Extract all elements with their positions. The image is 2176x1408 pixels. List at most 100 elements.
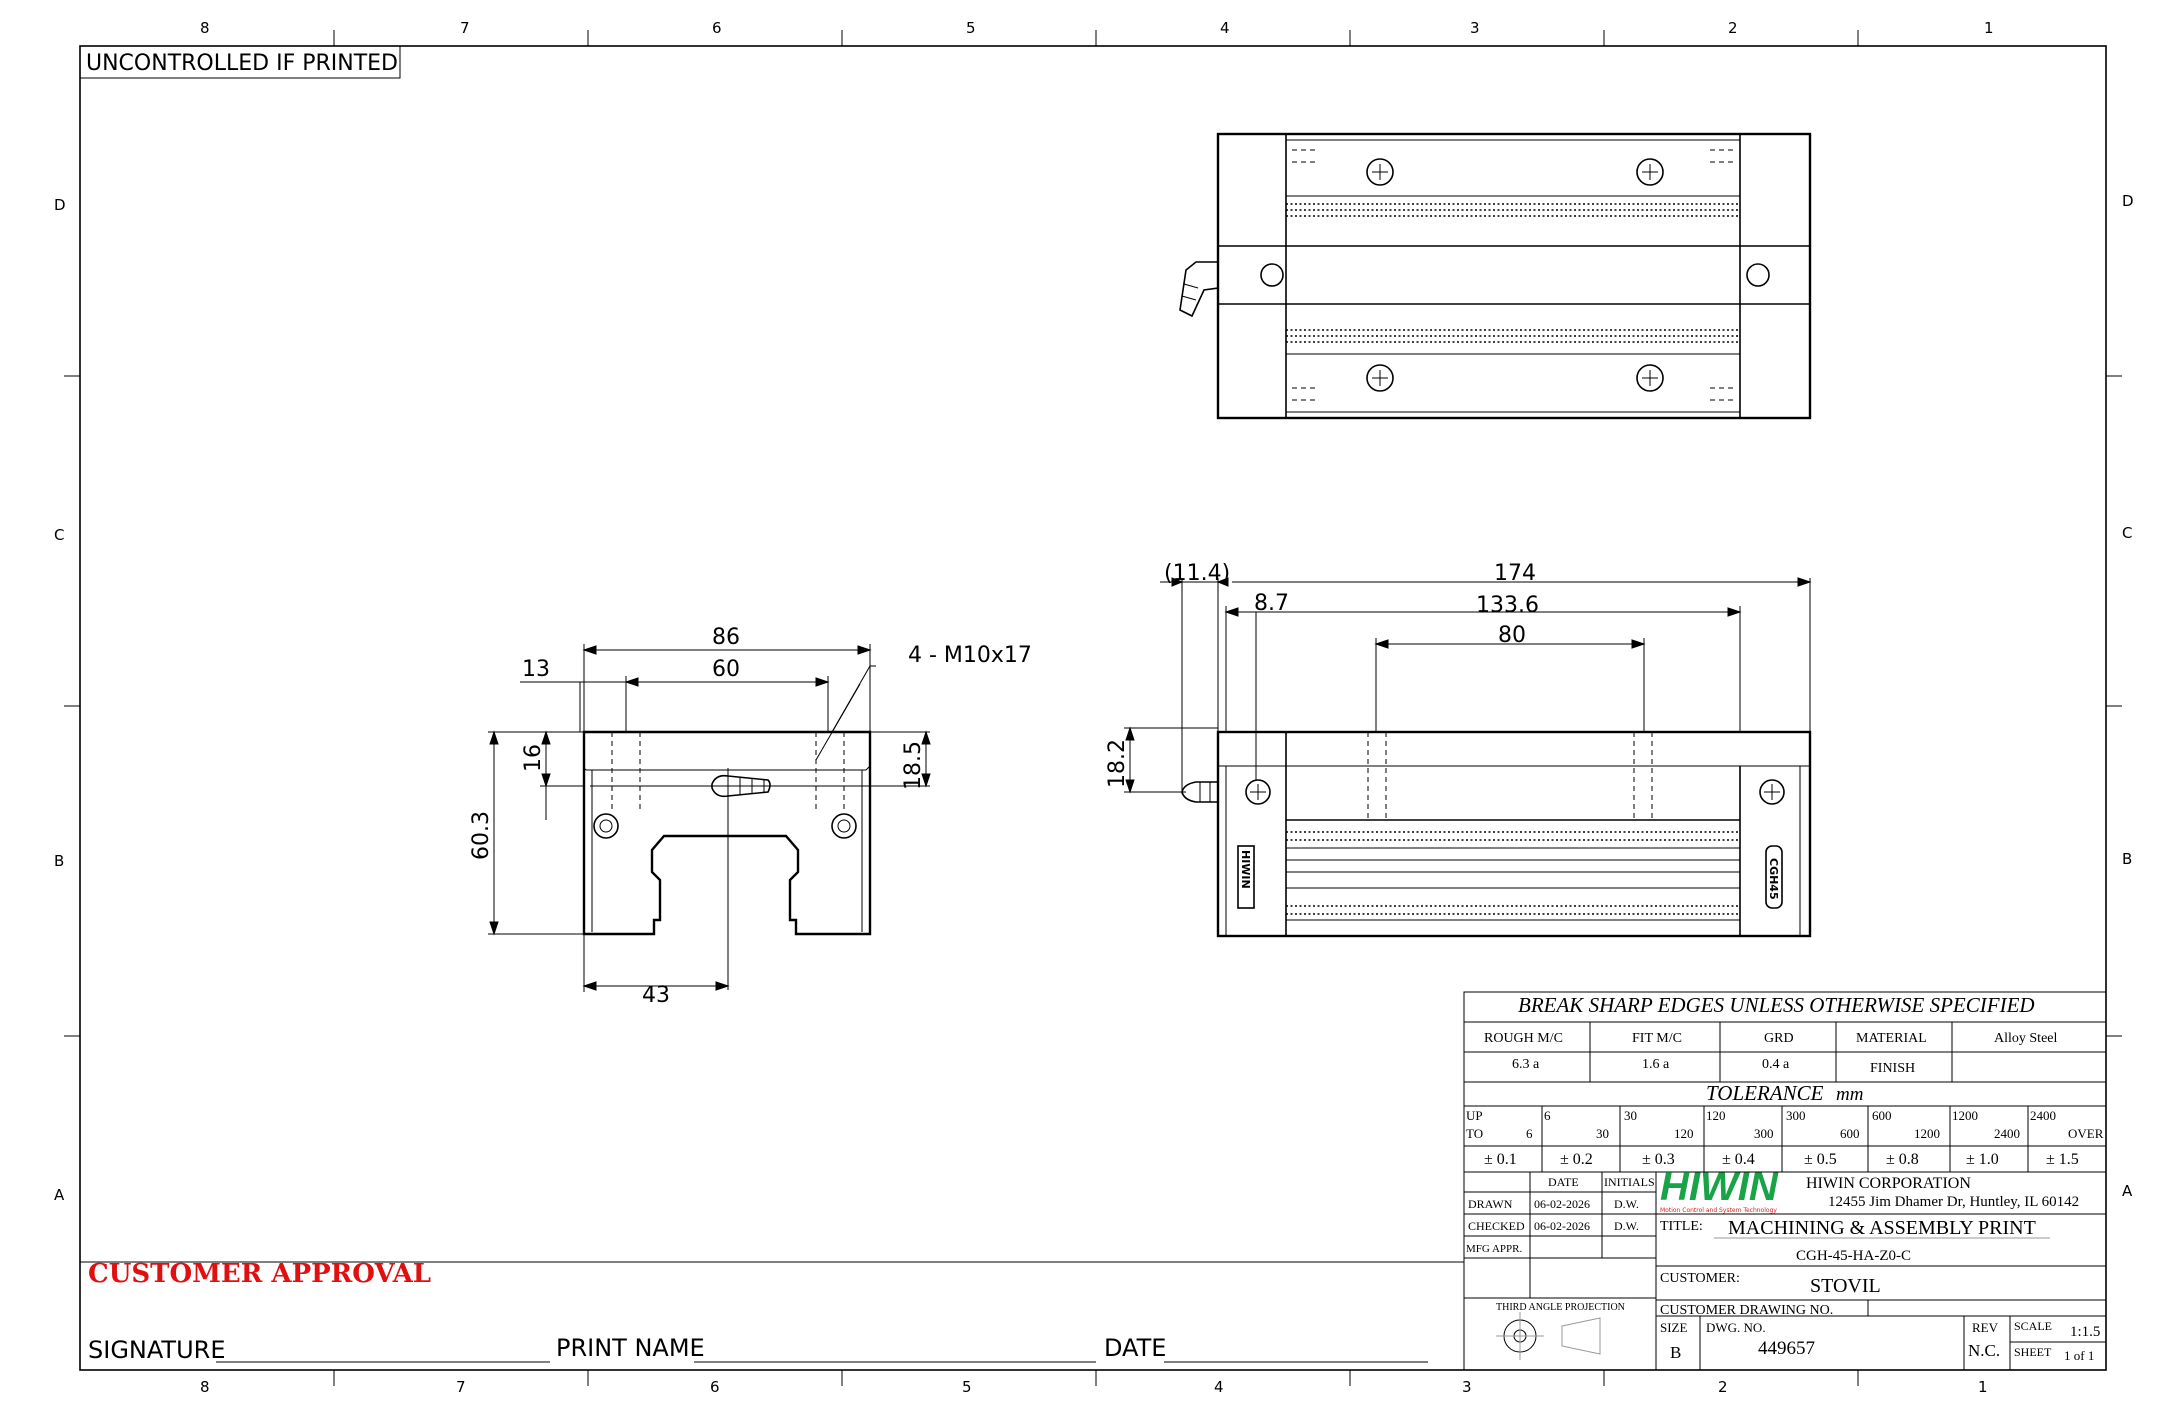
top-view <box>1179 132 1812 420</box>
tb-tol-1: ± 0.1 <box>1484 1151 1517 1168</box>
dim-11-4: (11.4) <box>1164 561 1230 586</box>
dim-18-2: 18.2 <box>1105 739 1130 788</box>
dim-86: 86 <box>712 625 740 650</box>
zone-top-2: 2 <box>1728 19 1738 37</box>
tb-up-3: 120 <box>1706 1108 1726 1123</box>
tb-checked-init: D.W. <box>1614 1219 1639 1233</box>
dim-60: 60 <box>712 657 740 682</box>
zone-ticks <box>64 30 2122 1386</box>
tb-up-1: 6 <box>1544 1108 1551 1123</box>
zone-top-5: 5 <box>966 19 976 37</box>
side-tag: CGH45 <box>1767 858 1780 900</box>
dim-80: 80 <box>1498 623 1526 648</box>
zone-bottom-6: 6 <box>710 1378 720 1396</box>
tb-dwg-value: 449657 <box>1758 1338 1815 1359</box>
stamp-box <box>79 45 401 79</box>
dim-16: 16 <box>521 744 546 772</box>
tb-grd-label: GRD <box>1764 1031 1794 1046</box>
dim-thread: 4 - M10x17 <box>908 643 1032 668</box>
dim-8-7: 8.7 <box>1254 591 1289 616</box>
zone-left-d: D <box>54 196 66 214</box>
tb-to-label: TO <box>1466 1126 1483 1141</box>
zone-top-8: 8 <box>200 19 210 37</box>
dim-13: 13 <box>522 657 550 682</box>
zone-bottom-4: 4 <box>1214 1378 1224 1396</box>
tb-title-value: MACHINING & ASSEMBLY PRINT <box>1728 1217 2036 1239</box>
tb-dwg-label: DWG. NO. <box>1706 1320 1766 1335</box>
tb-tol-3: ± 0.3 <box>1642 1151 1675 1168</box>
tb-fit-value: 1.6 a <box>1642 1057 1670 1072</box>
tb-sheet-value: 1 of 1 <box>2064 1348 2094 1363</box>
tb-to-6: 1200 <box>1914 1126 1940 1141</box>
approval-title: CUSTOMER APPROVAL <box>88 1259 431 1289</box>
tb-cust-dwg-label: CUSTOMER DRAWING NO. <box>1660 1303 1833 1318</box>
tb-checked-label: CHECKED <box>1468 1219 1525 1233</box>
hiwin-logo: HIWIN <box>1660 1165 1779 1209</box>
dim-174: 174 <box>1494 561 1536 586</box>
tb-up-label: UP <box>1466 1108 1483 1123</box>
dim-133-6: 133.6 <box>1476 593 1539 618</box>
zone-right-a: A <box>2122 1182 2133 1200</box>
drawing-border <box>79 45 2107 1371</box>
zone-bottom-7: 7 <box>456 1378 466 1396</box>
tb-size-value: B <box>1670 1343 1681 1362</box>
tb-mfg-label: MFG APPR. <box>1466 1243 1523 1255</box>
tb-up-6: 1200 <box>1952 1108 1978 1123</box>
tb-up-2: 30 <box>1624 1108 1637 1123</box>
tb-customer-value: STOVIL <box>1810 1275 1881 1297</box>
tb-tolerance-unit: mm <box>1836 1084 1863 1105</box>
tb-tol-4: ± 0.4 <box>1722 1151 1755 1168</box>
zone-top-3: 3 <box>1470 19 1480 37</box>
tb-up-4: 300 <box>1786 1108 1806 1123</box>
zone-bottom-5: 5 <box>962 1378 972 1396</box>
tb-up-7: 2400 <box>2030 1108 2056 1123</box>
zone-bottom-1: 1 <box>1978 1378 1988 1396</box>
print-name-label: PRINT NAME <box>556 1334 705 1362</box>
dim-43: 43 <box>642 983 670 1008</box>
tb-tol-7: ± 1.0 <box>1966 1151 1999 1168</box>
dim-18-5: 18.5 <box>901 741 926 790</box>
tb-header: BREAK SHARP EDGES UNLESS OTHERWISE SPECI… <box>1518 993 2035 1017</box>
zone-top-4: 4 <box>1220 19 1230 37</box>
tb-address: 12455 Jim Dhamer Dr, Huntley, IL 60142 <box>1828 1194 2079 1210</box>
tb-material-label: MATERIAL <box>1856 1031 1927 1046</box>
hiwin-tagline: Motion Control and System Technology <box>1660 1207 1777 1214</box>
tb-material-value: Alloy Steel <box>1994 1031 2057 1046</box>
zone-left-c: C <box>54 526 64 544</box>
tb-finish-label: FINISH <box>1870 1061 1915 1076</box>
tb-to-4: 300 <box>1754 1126 1774 1141</box>
tb-rev-value: N.C. <box>1968 1341 2000 1360</box>
tb-tol-6: ± 0.8 <box>1886 1151 1919 1168</box>
tb-up-5: 600 <box>1872 1108 1892 1123</box>
tb-rev-label: REV <box>1972 1320 1999 1335</box>
date-label: DATE <box>1104 1334 1166 1362</box>
tb-checked-date: 06-02-2026 <box>1534 1219 1590 1233</box>
tb-scale-label: SCALE <box>2014 1319 2052 1333</box>
tb-projection-label: THIRD ANGLE PROJECTION <box>1496 1302 1625 1313</box>
signature-label: SIGNATURE <box>88 1336 225 1364</box>
zone-top-1: 1 <box>1984 19 1994 37</box>
tb-to-7: 2400 <box>1994 1126 2020 1141</box>
zone-right-b: B <box>2122 850 2132 868</box>
title-block <box>1463 991 2107 1371</box>
side-view: HIWIN CGH45 <box>1181 730 1812 938</box>
tb-drawn-init: D.W. <box>1614 1197 1639 1211</box>
tb-tol-2: ± 0.2 <box>1560 1151 1593 1168</box>
zone-left-a: A <box>54 1186 65 1204</box>
dim-60-3: 60.3 <box>469 811 494 860</box>
tb-company: HIWIN CORPORATION <box>1806 1175 1971 1192</box>
tb-date-label: DATE <box>1548 1175 1579 1189</box>
tb-to-2: 30 <box>1596 1126 1609 1141</box>
uncontrolled-stamp: UNCONTROLLED IF PRINTED <box>86 51 398 76</box>
tb-initials-label: INITIALS <box>1604 1175 1655 1189</box>
tb-grd-value: 0.4 a <box>1762 1057 1790 1072</box>
zone-left-b: B <box>54 852 64 870</box>
tb-drawn-label: DRAWN <box>1468 1197 1513 1211</box>
tb-fit-label: FIT M/C <box>1632 1031 1682 1046</box>
front-dimensions <box>488 644 931 992</box>
tb-drawn-date: 06-02-2026 <box>1534 1197 1590 1211</box>
tb-customer-label: CUSTOMER: <box>1660 1271 1740 1286</box>
tb-to-5: 600 <box>1840 1126 1860 1141</box>
tb-rough-value: 6.3 a <box>1512 1057 1540 1072</box>
